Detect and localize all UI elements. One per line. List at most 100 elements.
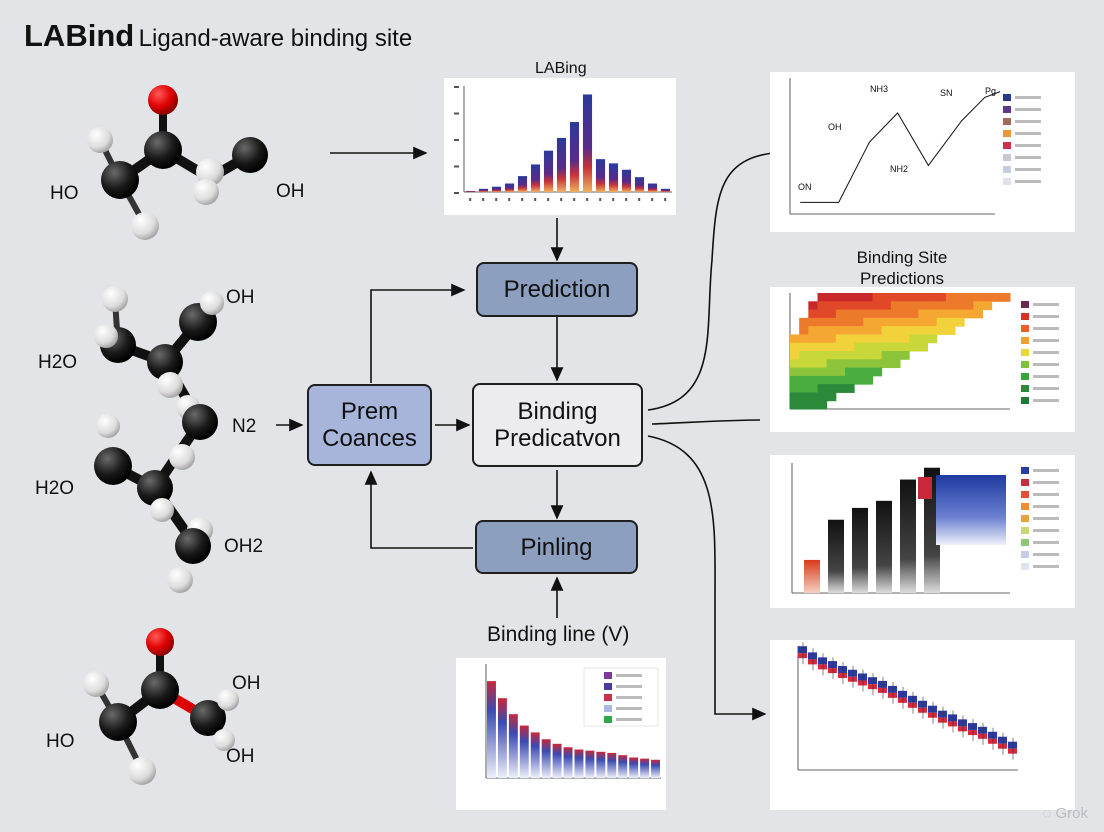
chart1-svg — [454, 86, 672, 201]
chart4-bar — [852, 507, 868, 593]
chart3-legend-swatch — [1021, 385, 1029, 392]
chart3-cell — [909, 334, 919, 344]
chart2-legend-swatch — [1003, 178, 1011, 185]
chart4-legend-swatch — [1021, 551, 1029, 558]
chart1-ytick — [454, 139, 459, 141]
chart3-cell — [973, 293, 983, 302]
chart3-cell — [835, 342, 846, 352]
chart6-svg — [797, 642, 1018, 771]
chart3-cell — [790, 367, 800, 377]
chart5-legend-swatch — [604, 672, 612, 679]
chart1-bar — [465, 190, 476, 192]
chart3-cell — [909, 301, 919, 311]
chart3-cell — [890, 359, 901, 369]
chart3-cell — [881, 309, 892, 319]
chart3-cell — [826, 351, 837, 360]
chart3-cell — [927, 326, 938, 335]
chart3-cell — [845, 375, 855, 385]
chart6-cell-red — [938, 717, 947, 723]
chart3-cell — [808, 392, 818, 402]
chart3-cell — [808, 375, 818, 385]
chart3-cell — [808, 351, 818, 360]
chart3-cell — [936, 317, 947, 327]
chart3-cell — [835, 317, 846, 327]
chart6-cell-blue — [938, 710, 947, 718]
chart3-cell — [964, 301, 974, 311]
chart5-bar — [651, 759, 660, 778]
chart3-cell — [927, 293, 938, 302]
chart3-cell — [799, 334, 809, 344]
chart3-cell — [845, 301, 855, 311]
chart3-legend-swatch — [1021, 349, 1029, 356]
chart2-legend-text — [1015, 144, 1041, 147]
chart1-tick — [586, 198, 589, 201]
chart3-cell — [900, 326, 910, 335]
chart4-legend-swatch — [1021, 503, 1029, 510]
chart3-cell — [927, 334, 938, 344]
chart3-cell — [918, 309, 928, 319]
label-mid-h2o-2: H2O — [35, 478, 75, 499]
chart1-bar — [634, 177, 645, 192]
chart4-bar — [828, 519, 844, 593]
chart3-cell — [863, 317, 873, 327]
chart3-legend-text — [1033, 315, 1059, 318]
chart6-cell-red — [808, 659, 817, 665]
chart1-bar — [556, 137, 567, 192]
chart3-cell — [854, 317, 864, 327]
chart4-legend-text — [1033, 481, 1059, 484]
chart6-cell-blue — [878, 680, 887, 688]
chart3-cell — [808, 309, 818, 319]
chart3-legend-swatch — [1021, 301, 1029, 308]
chart5-legend-swatch — [604, 705, 612, 712]
chart3-cell — [872, 351, 883, 360]
chart3-cell — [835, 367, 846, 377]
chart3-cell — [881, 326, 892, 335]
chart3-cell — [854, 309, 864, 319]
label-mid-n2: N2 — [232, 416, 257, 437]
chart3-cell — [900, 342, 910, 352]
chart1-tick — [638, 198, 641, 201]
chart1-tick — [521, 198, 524, 201]
chart3-cell — [790, 375, 800, 385]
chart1-tick — [664, 198, 667, 201]
chart6-panel — [770, 640, 1075, 810]
chart6-cell-red — [998, 743, 1007, 749]
label-top-ho: HO — [50, 183, 79, 204]
chart3-cell — [863, 293, 873, 302]
chart6-cell-blue — [948, 714, 957, 722]
label-bot-ho: HO — [46, 731, 75, 752]
chart3-cell — [927, 309, 938, 319]
chart3-cell — [799, 367, 809, 377]
chart5-bar — [530, 732, 540, 778]
chart3-cell — [881, 342, 892, 352]
chart3-cell — [863, 351, 873, 360]
chart3-cell — [817, 301, 828, 311]
chart3-cell — [817, 400, 828, 410]
chart6-cell-red — [888, 692, 897, 698]
chart3-legend-swatch — [1021, 313, 1029, 320]
chart3-cell — [918, 301, 928, 311]
chart4-panel — [770, 455, 1075, 608]
chart3-cell — [799, 392, 809, 402]
chart3-cell — [790, 400, 800, 410]
chart5-bar — [552, 743, 562, 778]
chart3-cell — [790, 384, 800, 393]
chart3-cell — [817, 293, 828, 302]
chart3-cell — [790, 351, 800, 360]
chart3-cell — [817, 309, 828, 319]
chart3-cell — [826, 342, 837, 352]
chart5-legend-text — [616, 696, 642, 699]
chart3-cell — [845, 342, 855, 352]
chart3-cell — [945, 317, 956, 327]
chart3-cell — [890, 342, 901, 352]
chart3-cell — [936, 301, 947, 311]
chart3-cell — [872, 367, 883, 377]
chart3-cell — [854, 359, 864, 369]
chart6-cell-blue — [978, 726, 987, 734]
chart3-cell — [817, 334, 828, 344]
chart3-legend-text — [1033, 399, 1059, 402]
chart3-cell — [854, 334, 864, 344]
chart1-tick — [651, 198, 654, 201]
chart3-cell — [835, 293, 846, 302]
chart3-cell — [854, 301, 864, 311]
